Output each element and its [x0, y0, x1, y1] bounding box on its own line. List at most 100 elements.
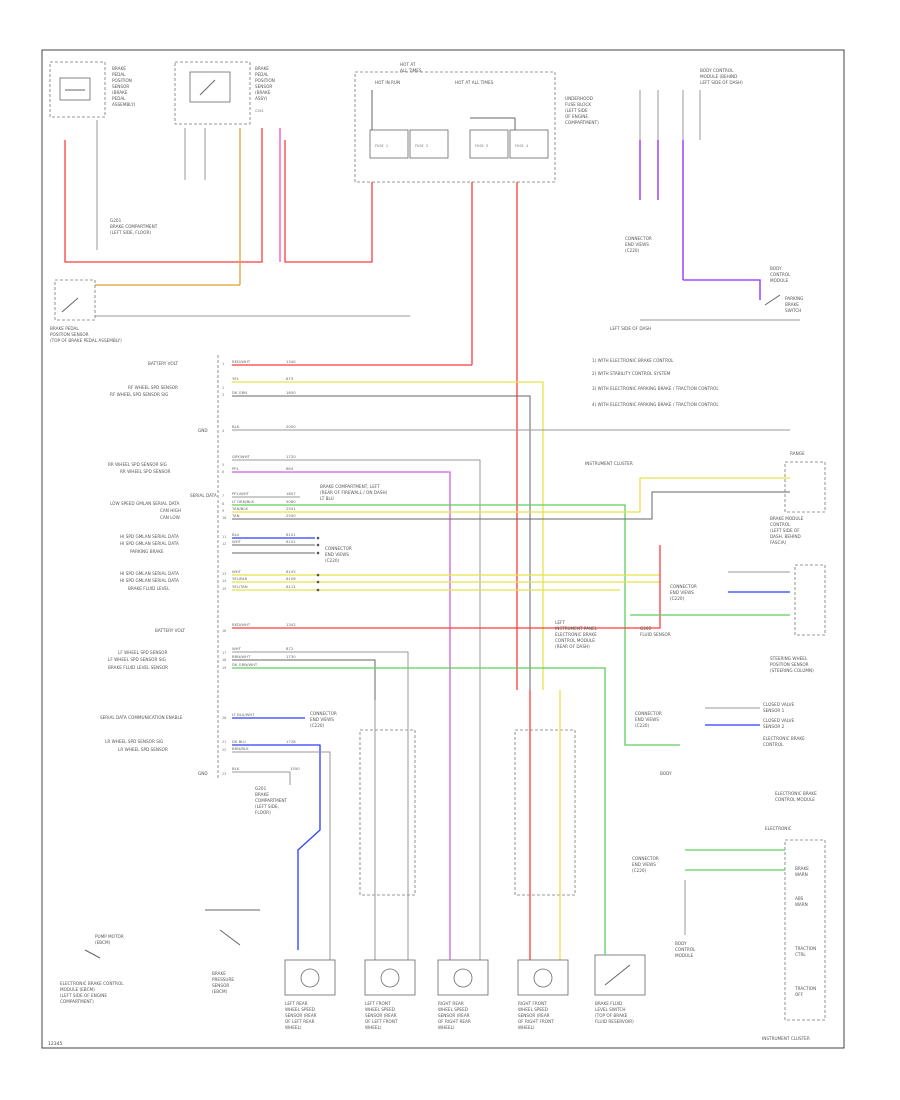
- svg-text:CLOSED VALVE: CLOSED VALVE: [763, 718, 794, 723]
- relay-component: BRAKE PEDAL POSITION SENSOR (BRAKE ASSY)…: [174, 61, 275, 125]
- svg-text:POSITION: POSITION: [112, 78, 132, 83]
- svg-text:LEFT: LEFT: [555, 620, 565, 625]
- wire-gnd2: [232, 771, 291, 785]
- svg-text:(C220): (C220): [632, 868, 647, 873]
- right-top-connector: BODY CONTROL MODULE (BEHIND LEFT SIDE OF…: [625, 68, 743, 280]
- brake-switch-lower: BRAKE PEDAL POSITION SENSOR (TOP OF BRAK…: [50, 279, 122, 343]
- svg-text:(LEFT SIDE,: (LEFT SIDE,: [255, 804, 279, 809]
- svg-text:BRAKE MODULE: BRAKE MODULE: [770, 516, 804, 521]
- svg-text:(EBCM): (EBCM): [212, 989, 228, 994]
- svg-text:RED/WHT: RED/WHT: [232, 359, 251, 364]
- svg-text:(LEFT SIDE, FLOOR): (LEFT SIDE, FLOOR): [110, 230, 151, 235]
- rf-sensor-connector: [514, 690, 576, 960]
- svg-text:GRY/WHT: GRY/WHT: [232, 454, 251, 459]
- svg-text:OF LEFT FRONT: OF LEFT FRONT: [365, 1019, 398, 1024]
- svg-text:GND: GND: [198, 771, 208, 776]
- svg-text:HOT AT ALL TIMES: HOT AT ALL TIMES: [455, 80, 494, 85]
- svg-text:YEL: YEL: [232, 376, 240, 381]
- svg-text:8: 8: [222, 502, 224, 506]
- svg-text:1) WITH ELECTRONIC BRAKE CONTR: 1) WITH ELECTRONIC BRAKE CONTROL: [592, 358, 674, 363]
- svg-text:INSTRUMENT CLUSTER: INSTRUMENT CLUSTER: [585, 461, 633, 466]
- svg-text:LT GRN/BLK: LT GRN/BLK: [232, 499, 255, 504]
- svg-text:PUMP MOTOR: PUMP MOTOR: [95, 934, 124, 939]
- svg-text:OF LEFT REAR: OF LEFT REAR: [285, 1019, 315, 1024]
- svg-text:DK BLU: DK BLU: [232, 739, 246, 744]
- svg-text:CTRL: CTRL: [795, 952, 806, 957]
- svg-text:BLK: BLK: [232, 424, 240, 429]
- svg-text:(C220): (C220): [625, 248, 640, 253]
- svg-text:DK GRN: DK GRN: [232, 390, 247, 395]
- svg-text:SENSOR (REAR: SENSOR (REAR: [365, 1013, 397, 1018]
- brake-switch-component: BRAKE PEDAL POSITION SENSOR (BRAKE PEDAL…: [49, 61, 136, 118]
- svg-text:6111: 6111: [286, 584, 296, 589]
- svg-text:2: 2: [222, 386, 224, 390]
- svg-text:7: 7: [222, 494, 224, 498]
- wire-dark-lf: [232, 659, 376, 700]
- svg-text:BLU: BLU: [232, 532, 240, 537]
- svg-text:BRAKE: BRAKE: [112, 66, 126, 71]
- right-side-modules: INSTRUMENT CLUSTER RANGE BRAKE MODULE CO…: [555, 451, 826, 802]
- svg-text:1807: 1807: [286, 491, 296, 496]
- svg-text:ASSY): ASSY): [255, 96, 268, 101]
- svg-text:RF WHEEL SPD SENSOR: RF WHEEL SPD SENSOR: [128, 385, 178, 390]
- svg-text:TAN/BLK: TAN/BLK: [231, 506, 248, 511]
- svg-text:ELECTRONIC BRAKE CONTROL: ELECTRONIC BRAKE CONTROL: [60, 981, 124, 986]
- svg-text:BODY: BODY: [660, 771, 672, 776]
- svg-text:WHEEL): WHEEL): [285, 1025, 302, 1030]
- purple-wire-1: [683, 279, 761, 300]
- svg-text:SENSOR (REAR: SENSOR (REAR: [438, 1013, 470, 1018]
- svg-text:FUSE 2: FUSE 2: [415, 144, 428, 148]
- svg-text:ELECTRONIC: ELECTRONIC: [765, 826, 792, 831]
- svg-text:LOW SPEED GMLAN SERIAL DATA: LOW SPEED GMLAN SERIAL DATA: [110, 501, 179, 506]
- svg-text:PPL/WHT: PPL/WHT: [232, 491, 250, 496]
- lr-wheel-sensor: LEFT REAR WHEEL SPEED SENSOR (REAR OF LE…: [284, 959, 336, 1030]
- svg-text:G202: G202: [640, 626, 652, 631]
- svg-text:END VIEWS: END VIEWS: [635, 717, 659, 722]
- svg-text:OF ENGINE: OF ENGINE: [565, 114, 588, 119]
- rr-wheel-sensor: RIGHT REAR WHEEL SPEED SENSOR (REAR OF R…: [437, 959, 489, 1030]
- svg-text:TRACTION: TRACTION: [794, 986, 816, 991]
- svg-text:POSITION: POSITION: [255, 78, 275, 83]
- svg-text:(LEFT SIDE OF: (LEFT SIDE OF: [770, 528, 800, 533]
- svg-text:LR WHEEL SPD SENSOR SIG: LR WHEEL SPD SENSOR SIG: [105, 739, 163, 744]
- svg-text:BRAKE: BRAKE: [212, 971, 226, 976]
- svg-text:WHT: WHT: [232, 539, 242, 544]
- svg-text:WHEEL SPEED: WHEEL SPEED: [438, 1007, 468, 1012]
- svg-text:HOT AT: HOT AT: [400, 62, 416, 67]
- svg-text:CONTROL: CONTROL: [770, 272, 791, 277]
- svg-text:CONNECTOR: CONNECTOR: [635, 711, 662, 716]
- svg-text:PARKING BRAKE: PARKING BRAKE: [130, 549, 164, 554]
- svg-text:(C220): (C220): [635, 723, 650, 728]
- svg-text:WARN: WARN: [795, 872, 808, 877]
- svg-text:WHEEL): WHEEL): [518, 1025, 535, 1030]
- svg-text:9: 9: [222, 509, 224, 513]
- svg-text:MODULE (BEHIND: MODULE (BEHIND: [700, 74, 737, 79]
- svg-text:STEERING WHEEL: STEERING WHEEL: [770, 656, 808, 661]
- svg-text:SENSOR (REAR: SENSOR (REAR: [518, 1013, 550, 1018]
- svg-text:15: 15: [222, 587, 226, 591]
- svg-text:SERIAL DATA COMMUNICATION ENAB: SERIAL DATA COMMUNICATION ENABLE: [100, 715, 183, 720]
- red-wire-1: [64, 128, 263, 263]
- lf-sensor-connector: [359, 700, 416, 960]
- svg-text:PARKING: PARKING: [785, 296, 803, 301]
- wire-green-fluid: [232, 667, 606, 900]
- svg-text:BRAKE FLUID LEVEL SENSOR: BRAKE FLUID LEVEL SENSOR: [108, 665, 168, 670]
- svg-text:1550: 1550: [290, 766, 300, 771]
- svg-text:PEDAL: PEDAL: [255, 72, 269, 77]
- svg-text:HI SPD GMLAN SERIAL DATA: HI SPD GMLAN SERIAL DATA: [120, 578, 179, 583]
- fuse-block: HOT AT ALL TIMES HOT IN RUN HOT AT ALL T…: [354, 62, 599, 183]
- svg-text:WHT: WHT: [232, 569, 242, 574]
- svg-text:UNDERHOOD: UNDERHOOD: [565, 96, 593, 101]
- svg-text:SENSOR 2: SENSOR 2: [763, 724, 785, 729]
- svg-text:LF WHEEL SPD SENSOR SIG: LF WHEEL SPD SENSOR SIG: [108, 657, 166, 662]
- svg-text:(REAR OF FIREWALL / ON DASH): (REAR OF FIREWALL / ON DASH): [320, 490, 388, 495]
- svg-text:POSITION SENSOR: POSITION SENSOR: [50, 332, 89, 337]
- svg-text:YEL/BLK: YEL/BLK: [232, 576, 248, 581]
- svg-text:BRAKE: BRAKE: [255, 66, 269, 71]
- svg-text:BRAKE: BRAKE: [795, 866, 809, 871]
- wire-gray-lr: [232, 751, 331, 820]
- mid-connector-notes: BRAKE COMPARTMENT, LEFT (REAR OF FIREWAL…: [255, 484, 388, 815]
- svg-text:CONTROL: CONTROL: [763, 742, 784, 747]
- svg-text:BLK: BLK: [232, 766, 240, 771]
